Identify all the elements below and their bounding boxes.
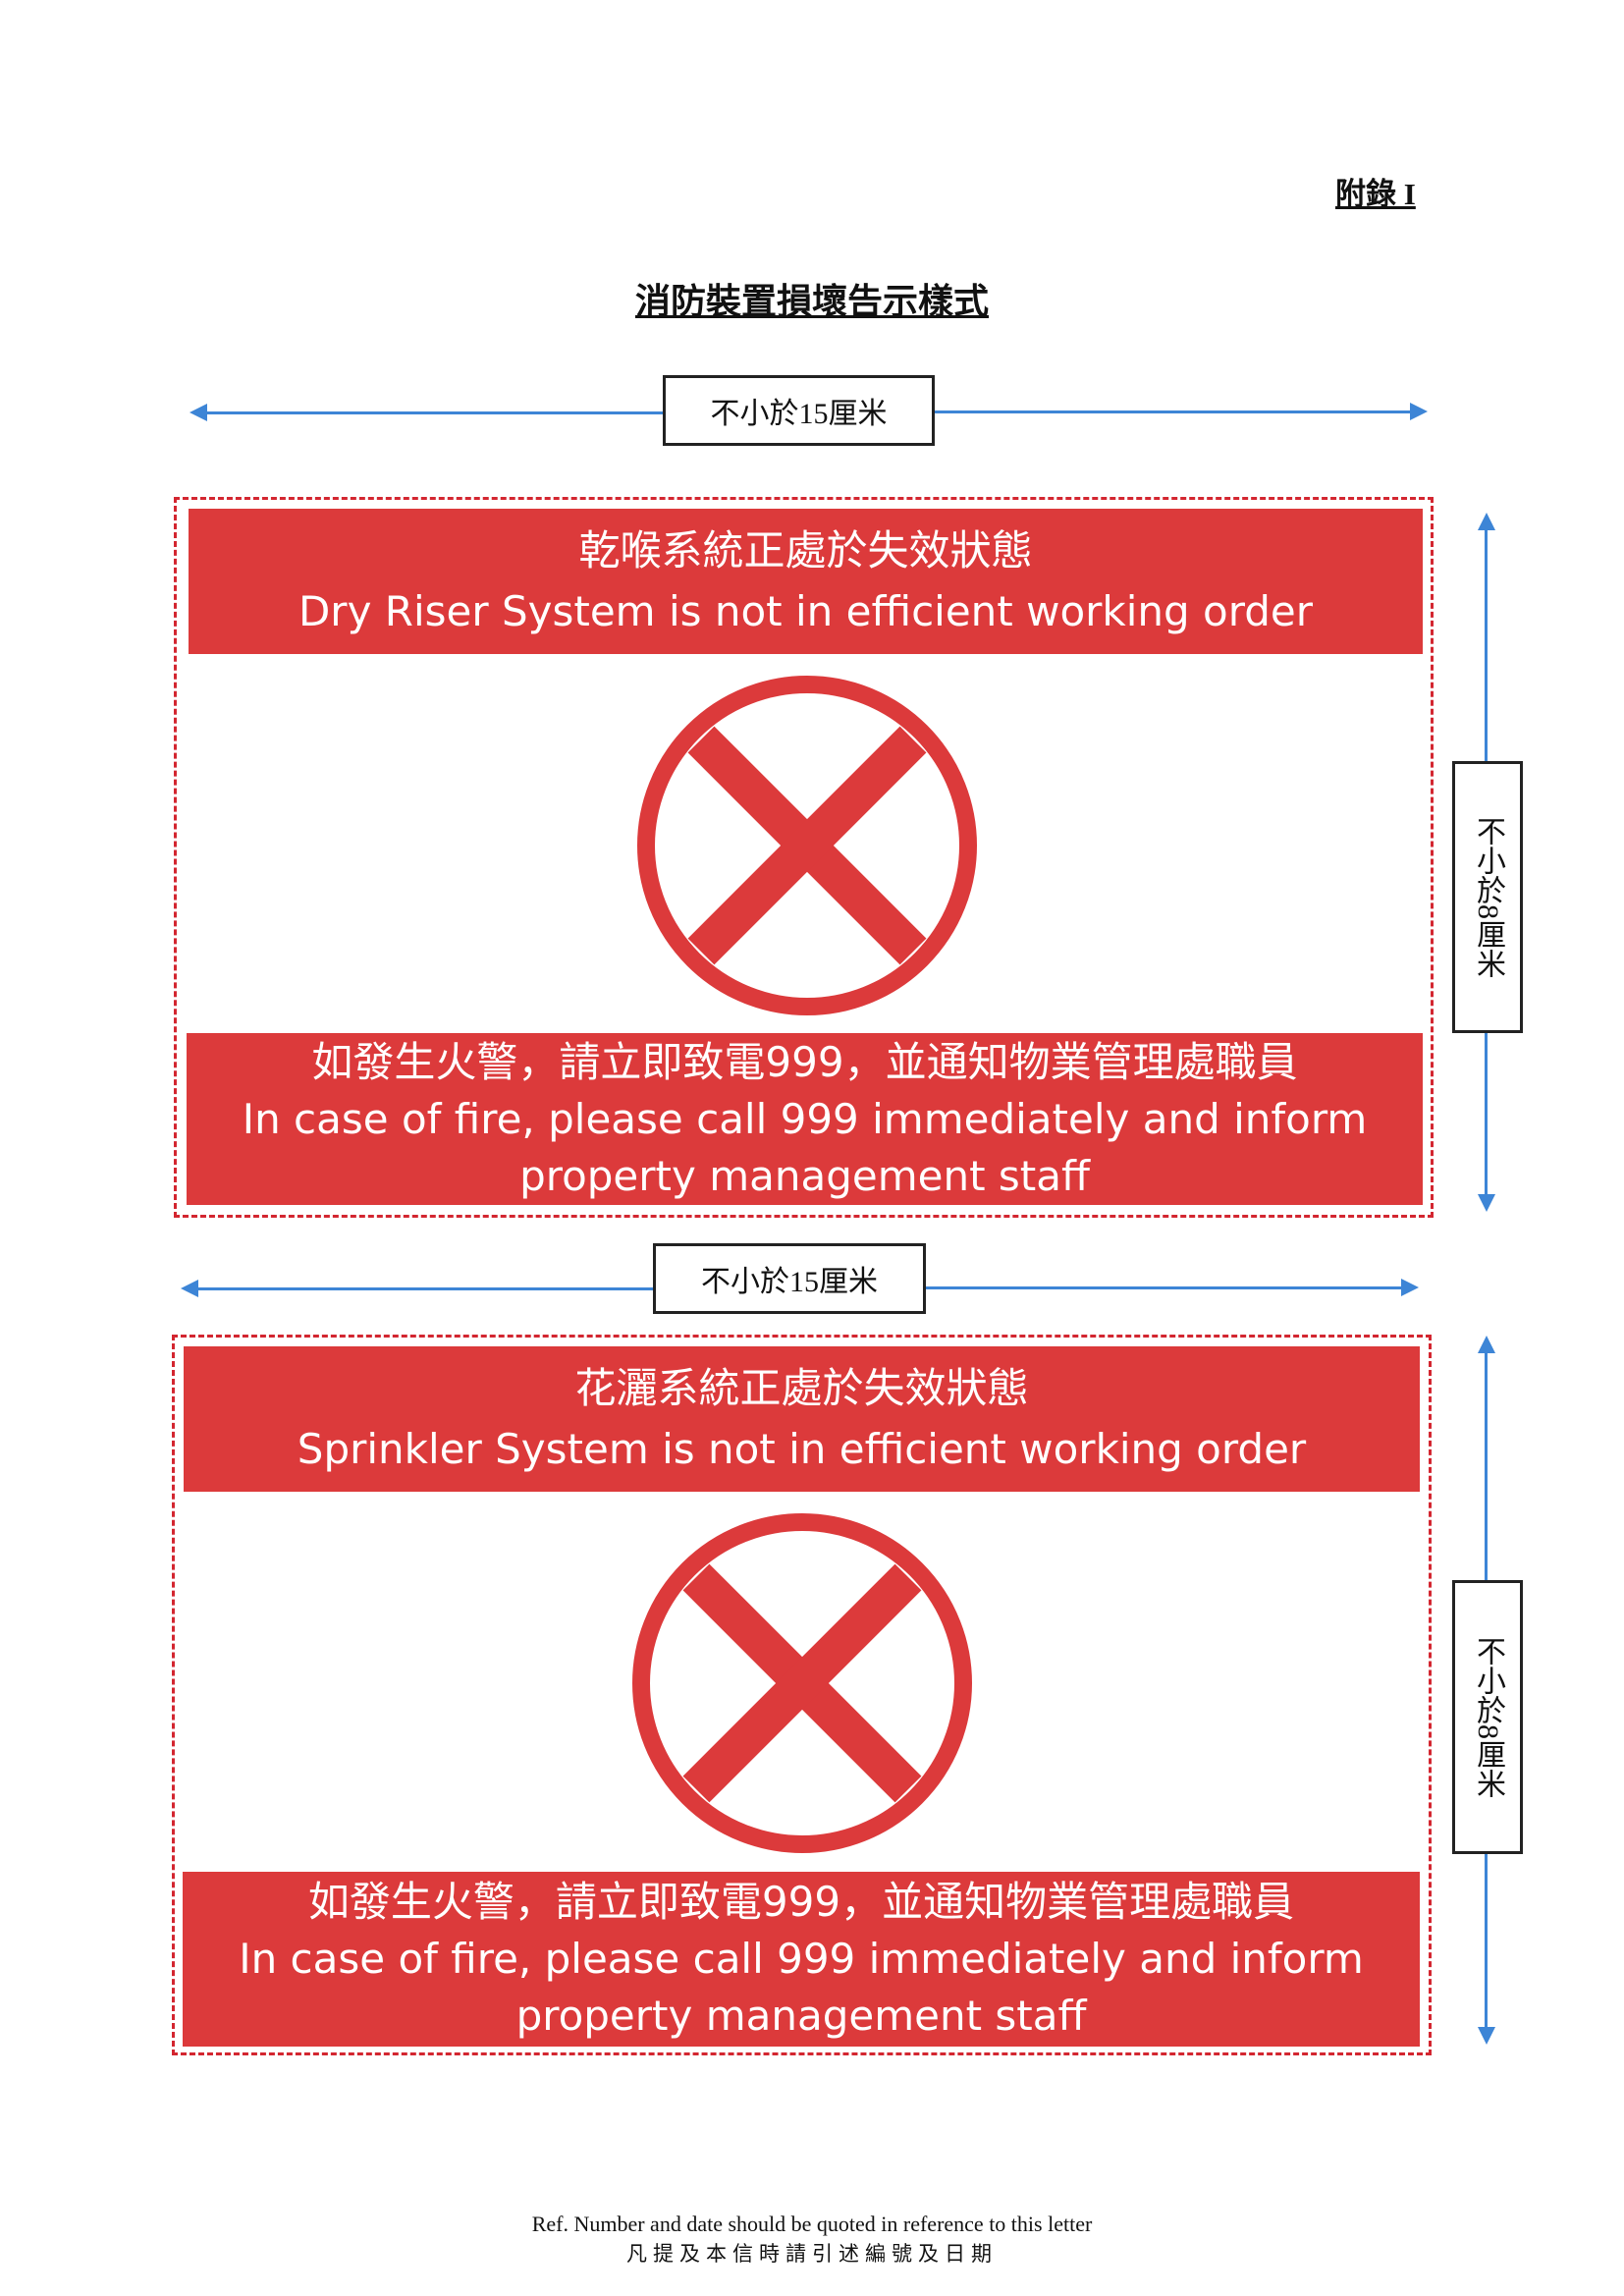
x-in-circle-icon (632, 1513, 972, 1853)
dimension-line (1485, 1349, 1488, 1581)
instruction-en-line2: property management staff (515, 1992, 1087, 2040)
page-title-text: 消防裝置損壞告示樣式 (634, 282, 989, 322)
dimension-line (201, 411, 663, 414)
dimension-line (1485, 526, 1488, 762)
height-dimension-box: 不小於8厘米 (1452, 1580, 1523, 1854)
notice-title-en: Sprinkler System is not in efficient wor… (297, 1425, 1307, 1473)
arrow-right-icon (1401, 1279, 1419, 1296)
notice-panel (174, 497, 1434, 1218)
dimension-line (935, 410, 1416, 413)
dimension-line (192, 1287, 654, 1290)
notice-instructions: 如發生火警，請立即致電999，並通知物業管理處職員 In case of fir… (183, 1872, 1420, 2047)
notice-title-zh: 花灑系統正處於失效狀態 (574, 1364, 1029, 1412)
arrow-left-icon (189, 404, 207, 421)
arrow-left-icon (181, 1280, 198, 1297)
arrow-right-icon (1410, 403, 1428, 420)
width-dimension-box: 不小於15厘米 (653, 1243, 926, 1314)
footer-reference-en: Ref. Number and date should be quoted in… (531, 2212, 1093, 2236)
page-title: 消防裝置損壞告示樣式 (0, 273, 1624, 324)
arrow-down-icon (1478, 2027, 1495, 2045)
notice-title-en: Dry Riser System is not in efficient wor… (298, 587, 1314, 635)
instruction-en-line2: property management staff (519, 1151, 1090, 1200)
instruction-en-line1: In case of fire, please call 999 immedia… (242, 1094, 1368, 1143)
notice-panel (172, 1335, 1432, 2055)
arrow-down-icon (1478, 1194, 1495, 1212)
dimension-line (1485, 1854, 1488, 2031)
dimension-line (926, 1286, 1407, 1289)
footer-reference-zh: 凡提及本信時請引述編號及日期 (626, 2242, 998, 2266)
instruction-zh: 如發生火警，請立即致電999，並通知物業管理處職員 (307, 1878, 1295, 1926)
notice-header: 花灑系統正處於失效狀態 Sprinkler System is not in e… (184, 1346, 1420, 1492)
notice-instructions: 如發生火警，請立即致電999，並通知物業管理處職員 In case of fir… (187, 1033, 1423, 1205)
arrow-up-icon (1478, 513, 1495, 530)
dimension-line (1485, 1033, 1488, 1198)
instruction-en-line1: In case of fire, please call 999 immedia… (239, 1935, 1364, 1983)
appendix-label: 附錄 I (1335, 177, 1416, 211)
width-dimension-box: 不小於15厘米 (663, 375, 935, 446)
notice-header: 乾喉系統正處於失效狀態 Dry Riser System is not in e… (189, 509, 1423, 654)
x-in-circle-icon (637, 676, 977, 1015)
instruction-zh: 如發生火警，請立即致電999，並通知物業管理處職員 (311, 1037, 1298, 1086)
notice-title-zh: 乾喉系統正處於失效狀態 (578, 526, 1033, 574)
height-dimension-box: 不小於8厘米 (1452, 761, 1523, 1033)
arrow-up-icon (1478, 1336, 1495, 1353)
